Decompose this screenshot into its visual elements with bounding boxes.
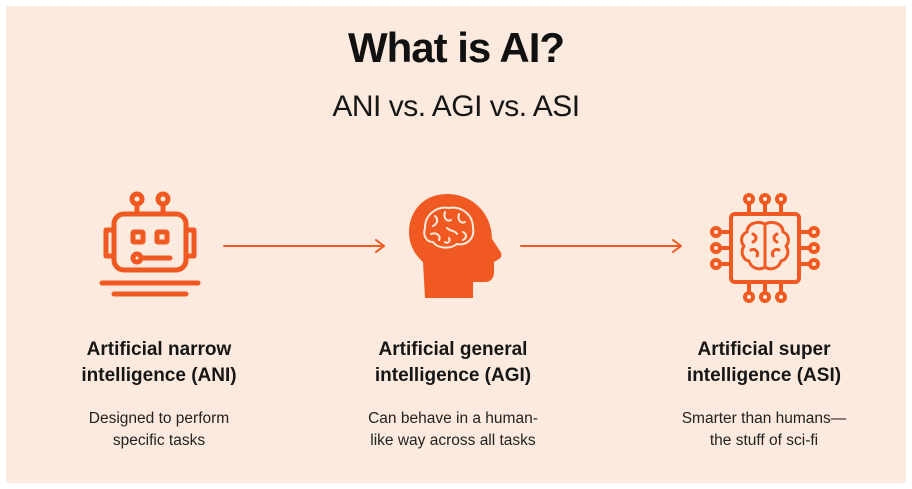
page-title: What is AI? <box>347 24 565 71</box>
stage-agi: Artificial general intelligence (AGI) Ca… <box>323 337 583 452</box>
arrow-right-icon <box>520 239 682 253</box>
stage-description-line: specific tasks <box>112 432 206 449</box>
stage-title-line: intelligence (ANI) <box>81 365 237 386</box>
stage-title: Artificial general intelligence (AGI) <box>323 337 583 389</box>
stage-asi: Artificial super intelligence (ASI) Smar… <box>634 337 894 452</box>
page-subtitle: ANI vs. AGI vs. ASI <box>332 90 580 123</box>
stage-description-line: Smarter than humans— <box>681 410 847 427</box>
stage-description: Can behave in a human- like way across a… <box>323 408 583 452</box>
human-head-brain-icon <box>409 194 502 298</box>
stage-title: Artificial narrow intelligence (ANI) <box>29 337 289 389</box>
stage-ani: Artificial narrow intelligence (ANI) Des… <box>29 337 289 452</box>
stage-title-line: intelligence (AGI) <box>374 365 532 386</box>
stage-description-line: the stuff of sci-fi <box>709 432 819 449</box>
stage-description: Designed to perform specific tasks <box>29 408 289 452</box>
stage-description-line: like way across all tasks <box>370 432 536 449</box>
stage-title: Artificial super intelligence (ASI) <box>634 337 894 389</box>
stage-description-line: Designed to perform <box>88 410 230 427</box>
stage-title-line: Artificial general <box>378 339 528 360</box>
robot-icon <box>99 191 201 297</box>
brain-chip-icon <box>710 193 820 303</box>
stage-description-line: Can behave in a human- <box>368 410 538 427</box>
stage-description: Smarter than humans— the stuff of sci-fi <box>634 408 894 452</box>
stage-title-line: Artificial narrow <box>86 339 232 360</box>
stage-title-line: Artificial super <box>697 339 831 360</box>
arrow-right-icon <box>223 239 385 253</box>
stage-title-line: intelligence (ASI) <box>686 365 842 386</box>
